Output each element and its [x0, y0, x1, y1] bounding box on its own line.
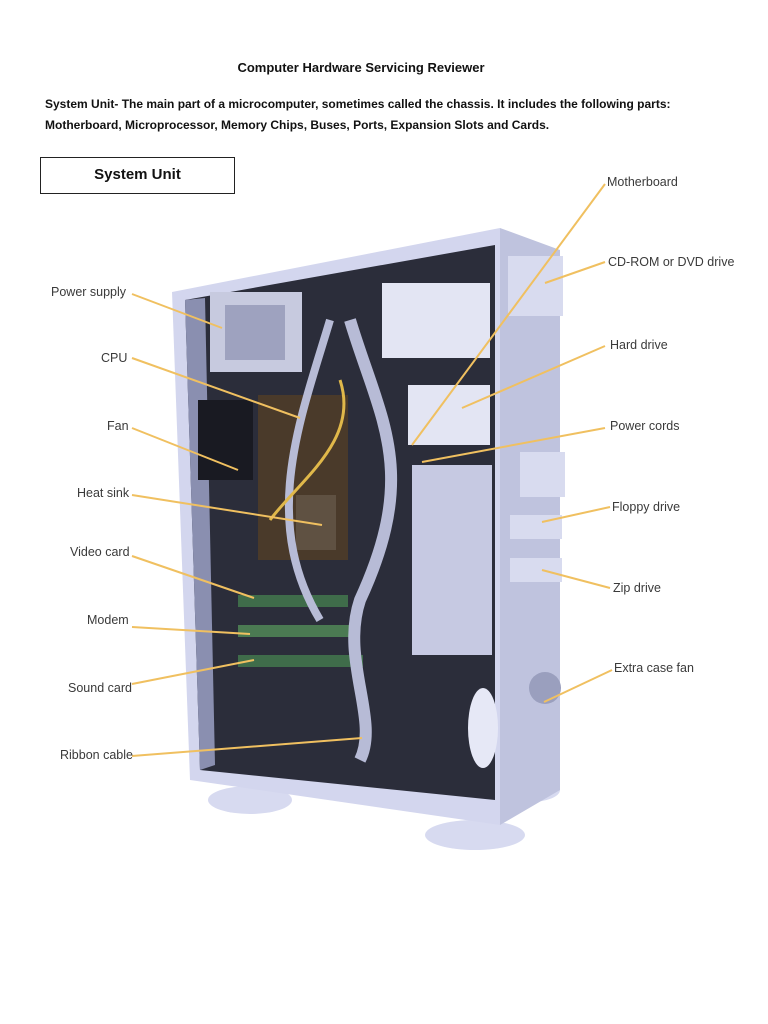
label-hard-drive: Hard drive	[610, 338, 668, 352]
zip-front	[510, 558, 562, 582]
label-sound-card: Sound card	[68, 681, 132, 695]
drive-bay	[382, 283, 490, 358]
document-title: Computer Hardware Servicing Reviewer	[0, 60, 722, 75]
case-foot	[425, 820, 525, 850]
label-cpu: CPU	[101, 351, 127, 365]
label-cd-rom: CD-ROM or DVD drive	[608, 255, 734, 269]
label-video-card: Video card	[70, 545, 130, 559]
intro-lead: System Unit-	[45, 97, 118, 111]
intro-paragraph: System Unit- The main part of a microcom…	[45, 94, 725, 136]
label-ribbon-cable: Ribbon cable	[60, 748, 133, 762]
extra-fan-grille	[529, 672, 561, 704]
expansion-card	[238, 595, 348, 607]
cd-drive-front	[508, 256, 563, 316]
expansion-card	[238, 655, 363, 667]
system-unit-diagram: Power supply CPU Fan Heat sink Video car…	[40, 165, 744, 865]
label-motherboard: Motherboard	[607, 175, 678, 189]
power-supply-vent	[225, 305, 285, 360]
drive-front	[520, 452, 565, 497]
fan-unit	[198, 400, 253, 480]
label-floppy-drive: Floppy drive	[612, 500, 680, 514]
bottom-fan	[468, 688, 498, 768]
drive-cage	[412, 465, 492, 655]
label-extra-case-fan: Extra case fan	[614, 661, 694, 675]
label-power-cords: Power cords	[610, 419, 679, 433]
intro-text: The main part of a microcomputer, someti…	[45, 97, 671, 132]
label-modem: Modem	[87, 613, 129, 627]
system-unit-label-box: System Unit	[40, 157, 235, 194]
label-fan: Fan	[107, 419, 129, 433]
label-power-supply: Power supply	[51, 285, 127, 299]
label-heat-sink: Heat sink	[77, 486, 130, 500]
expansion-card	[238, 625, 358, 637]
label-zip-drive: Zip drive	[613, 581, 661, 595]
